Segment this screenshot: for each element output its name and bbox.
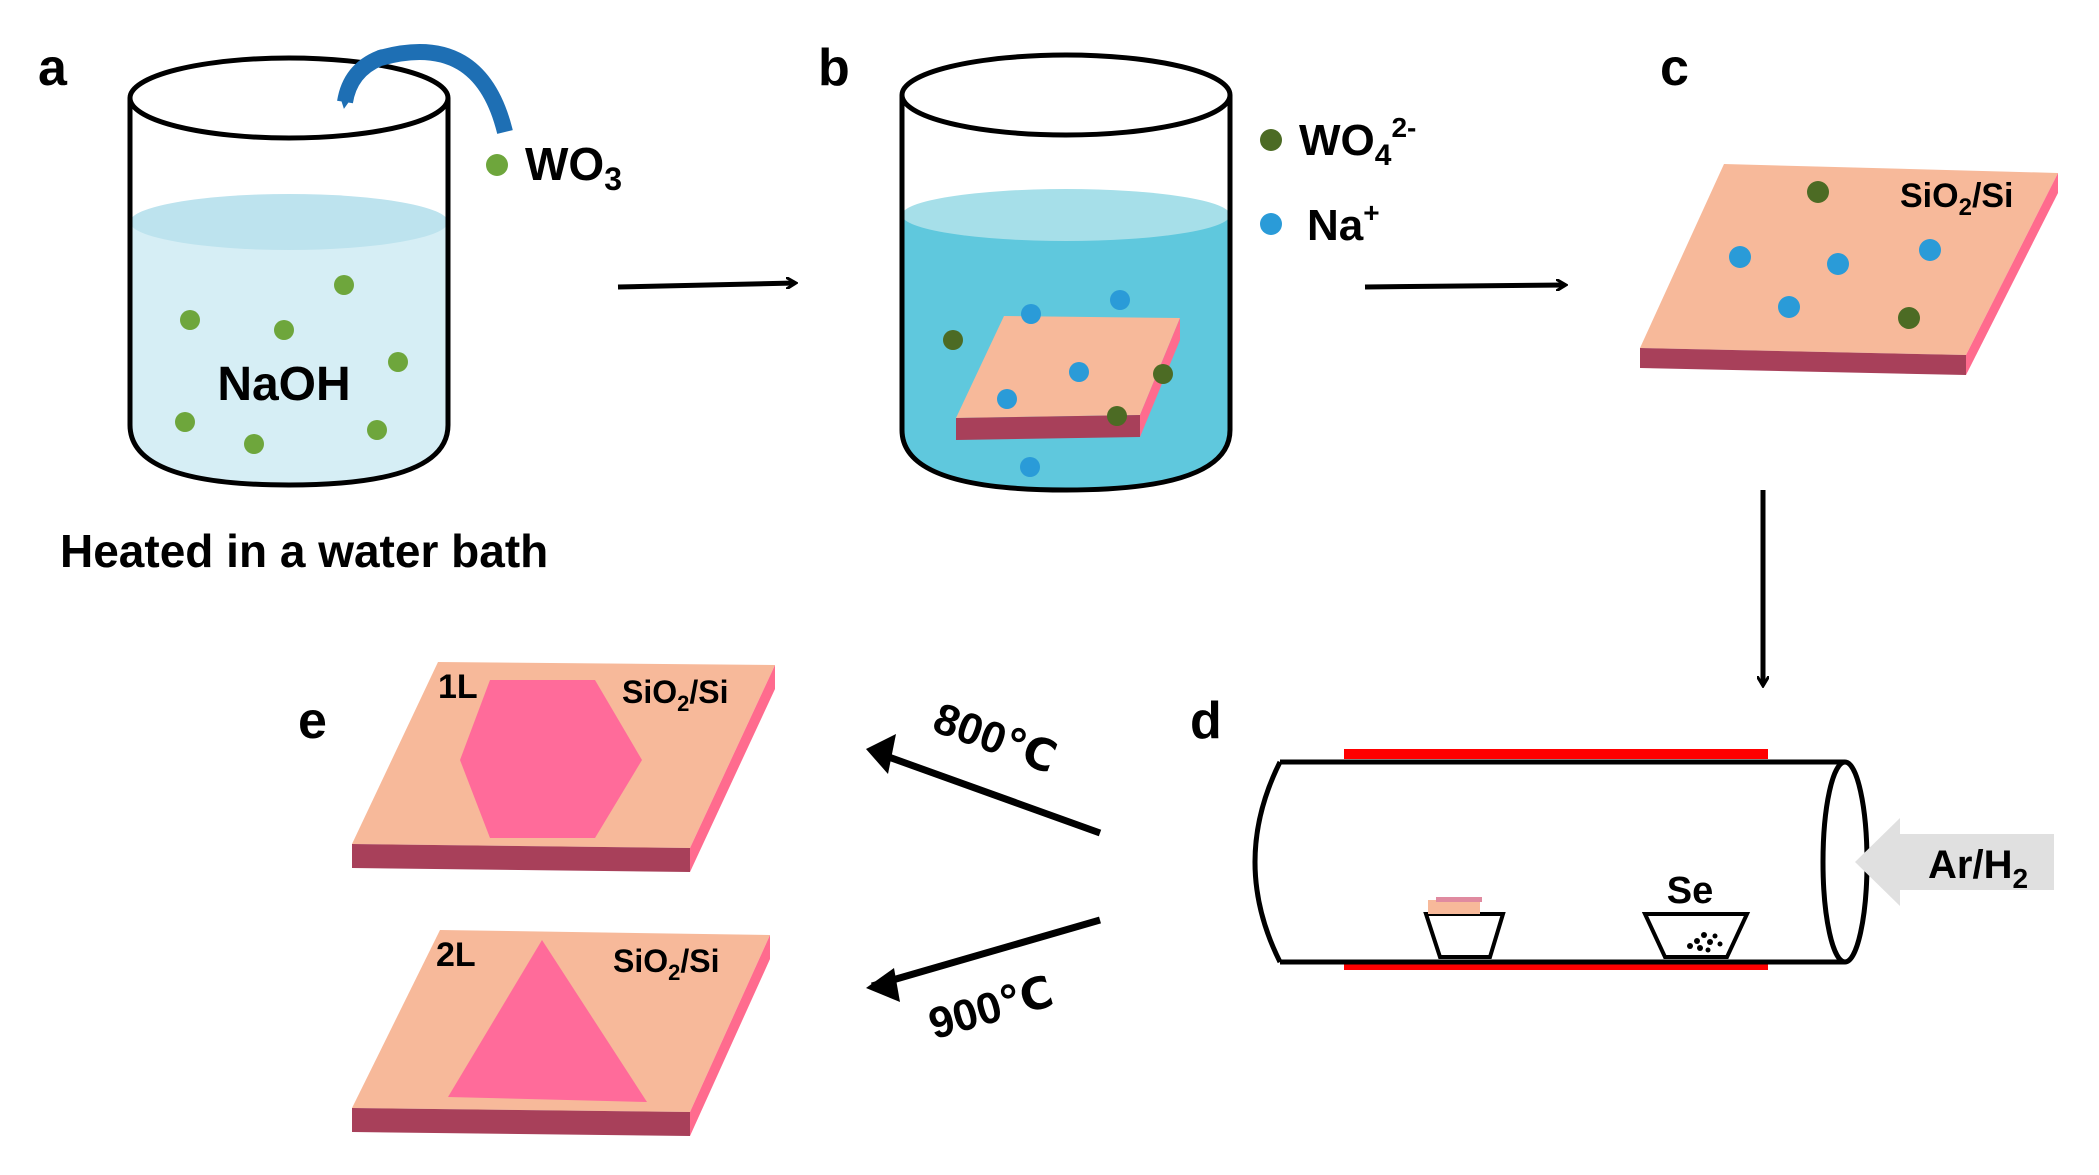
substrate-label-2l: SiO2/Si [613,943,720,985]
sodium-legend-label: Na+ [1307,197,1380,250]
tungstate-dot [1898,307,1920,329]
sodium-legend-dot [1260,213,1282,235]
gas-inlet-arrow [1855,818,2054,906]
tungstate-dot [1153,364,1173,384]
caption-water-bath: Heated in a water bath [60,525,548,577]
boat-substrate-edge [1436,897,1482,902]
panel-label-a: a [38,39,68,97]
wo3-legend-label: WO3 [525,138,622,197]
sodium-dot [1729,246,1751,268]
boat-right [1641,912,1751,959]
panel-label-b: b [818,39,850,97]
sodium-dot [1827,253,1849,275]
selenium-powder [1687,932,1723,953]
solution-surface-a [130,194,448,250]
arrow-900: 900℃ [866,916,1101,1049]
substrate-front [352,844,690,872]
legend-sodium: Na+ [1260,197,1380,250]
sodium-dot [1919,239,1941,261]
legend-tungstate: WO42- [1260,112,1416,172]
beaker-a [127,55,451,488]
panel-b: b WO42- [818,39,1416,493]
beaker-b-wall [899,95,1233,493]
tungstate-dot [943,330,963,350]
wo3-dot [274,320,294,340]
arrow-b-to-c [1364,285,1565,287]
wo3-dot [367,420,387,440]
temperature-900: 900℃ [923,967,1058,1049]
wo3-legend-dot [486,154,508,176]
arrow-800: 800℃ [866,694,1102,837]
wo3-dot [175,412,195,432]
beaker-b [899,52,1233,493]
wo3-particles [175,275,408,454]
panel-c: c SiO2/Si [1640,39,2058,375]
boat-substrate [1428,900,1480,914]
sodium-dot [1021,304,1041,324]
tungstate-legend-dot [1260,129,1282,151]
substrate-label-1l: SiO2/Si [622,674,729,716]
wo3-dot [388,352,408,372]
sodium-dot [1069,362,1089,382]
substrate-front [352,1108,690,1136]
wo3-dot [180,310,200,330]
sodium-dot [1110,290,1130,310]
substrate-label-c: SiO2/Si [1900,177,2014,221]
hexagon-crystal [460,680,642,838]
arrow-800-head [866,734,896,774]
arrow-900-head [866,968,900,1002]
label-1l: 1L [438,668,478,706]
label-2l: 2L [436,936,476,974]
panel-label-d: d [1190,692,1222,750]
legend-wo3: WO3 [486,138,622,197]
tube-furnace: Se Ar/H2 [1252,749,2054,970]
sodium-dot [1020,457,1040,477]
beaker-a-wall [127,98,451,488]
coated-substrate [1640,164,2058,375]
panel-label-c: c [1660,39,1689,97]
panel-d: d [1190,692,2054,970]
selenium-label: Se [1667,870,1713,912]
tungstate-legend-label: WO42- [1299,112,1416,172]
ions-c [1729,181,1941,329]
boat-left [1423,912,1506,959]
ions-b [943,290,1173,477]
beaker-a-rim [127,55,451,141]
arrow-a-to-b [617,283,795,290]
temperature-800: 800℃ [927,694,1063,783]
solution-surface-b [902,189,1230,241]
substrate-side [690,935,770,1136]
sodium-dot [1778,296,1800,318]
sodium-dot [997,389,1017,409]
gas-label: Ar/H2 [1928,843,2028,894]
substrate-side [690,665,775,872]
panel-label-e: e [298,692,327,750]
beaker-b-rim [899,52,1233,138]
tungstate-dot [1807,181,1829,203]
selenium-boat [1641,912,1751,959]
panel-a: a NaOH WO3 Heated in a water bath [38,39,622,577]
naoh-solution [130,222,448,485]
naoh-label: NaOH [217,358,350,411]
panel-e: e 1L SiO2/Si 2L SiO2/Si [298,662,775,1136]
wo3-dot [244,434,264,454]
wo3-dot [334,275,354,295]
substrate-2l [352,930,770,1136]
substrate-boat [1423,897,1506,959]
tube-left-end [1252,760,1283,964]
substrate-side [1966,173,2058,375]
substrate-top [1640,164,2058,355]
substrate-front [1640,348,1966,375]
substrate-front [956,415,1140,440]
substrate-1l [352,662,775,872]
tungstate-dot [1107,406,1127,426]
arrow-900-shaft [871,916,1101,990]
triangle-crystal [448,940,647,1102]
arrow-800-shaft [870,747,1102,837]
pouring-arrow [337,43,513,134]
